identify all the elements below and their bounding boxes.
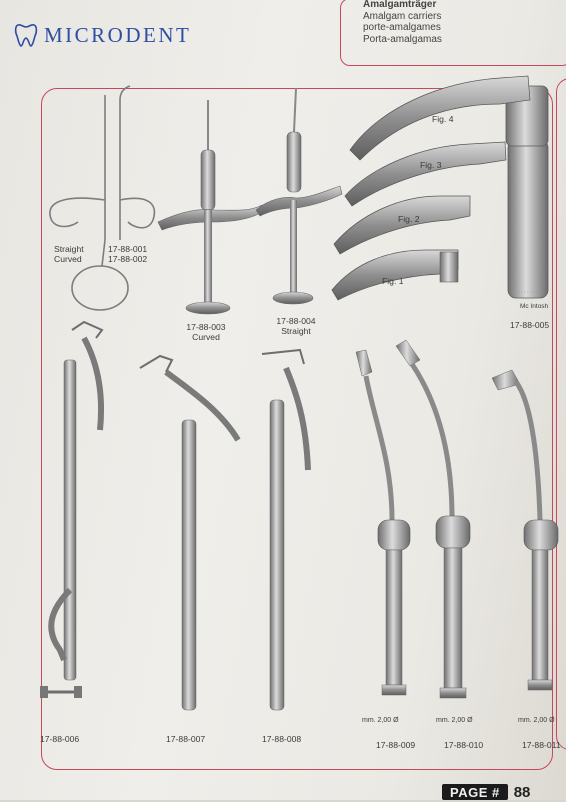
- code-17-88-006: 17-88-006: [40, 734, 80, 744]
- instrument-17-88-007: [139, 354, 241, 711]
- instrument-17-88-011: [491, 369, 559, 691]
- code-17-88-005: 17-88-005: [510, 320, 550, 330]
- category-de: Amalgamträger: [363, 0, 437, 10]
- instrument-17-88-005: [331, 75, 549, 301]
- code-17-88-009: 17-88-009: [376, 740, 416, 750]
- brand-logo: MICRODENT: [14, 22, 191, 48]
- instrument-17-88-003: [157, 100, 265, 315]
- instrument-17-88-008: [261, 348, 311, 711]
- code-17-88-004: 17-88-004: [276, 316, 316, 326]
- code-17-88-007: 17-88-007: [166, 734, 206, 744]
- page-footer: PAGE # 88: [442, 782, 530, 802]
- tooth-icon: [14, 24, 38, 47]
- size-17-88-009: mm. 2,00 Ø: [362, 717, 399, 724]
- instrument-17-88-010: [395, 339, 471, 699]
- label-straight: Straight: [54, 244, 84, 254]
- label-curved: Curved: [54, 254, 82, 264]
- note-curved: Curved: [192, 332, 220, 342]
- instrument-17-88-006: [40, 320, 105, 698]
- category-es: Porta-amalgamas: [363, 33, 442, 45]
- instrument-17-88-004: [255, 87, 343, 305]
- brand-tag-mcintosh: Mc Intosh: [520, 303, 549, 310]
- instrument-17-88-009: [355, 349, 411, 696]
- label-fig-4: Fig. 4: [432, 114, 454, 124]
- label-fig-2: Fig. 2: [398, 214, 420, 224]
- size-17-88-010: mm. 2,00 Ø: [436, 717, 473, 724]
- page-number: 88: [513, 783, 531, 801]
- category-en: Amalgam carriers: [363, 10, 442, 22]
- catalog-frame: [41, 88, 553, 770]
- instrument-17-88-001: [49, 85, 156, 311]
- note-straight: Straight: [281, 326, 311, 336]
- category-fr: porte-amalgames: [363, 22, 441, 33]
- label-fig-1: Fig. 1: [382, 276, 404, 286]
- label-fig-3: Fig. 3: [420, 160, 442, 170]
- code-17-88-003: 17-88-003: [186, 322, 226, 332]
- brand-name: MICRODENT: [44, 22, 192, 47]
- code-17-88-008: 17-88-008: [262, 734, 302, 744]
- code-17-88-011: 17-88-011: [522, 740, 561, 750]
- code-17-88-001: 17-88-001: [108, 244, 148, 254]
- page-label: PAGE #: [442, 784, 508, 800]
- category-box: [340, 0, 566, 66]
- code-17-88-010: 17-88-010: [444, 740, 484, 750]
- category-names: Amalgamträger Amalgam carriers porte-ama…: [363, 0, 442, 45]
- size-17-88-011: mm. 2,00 Ø: [518, 717, 555, 724]
- code-17-88-002: 17-88-002: [108, 254, 148, 264]
